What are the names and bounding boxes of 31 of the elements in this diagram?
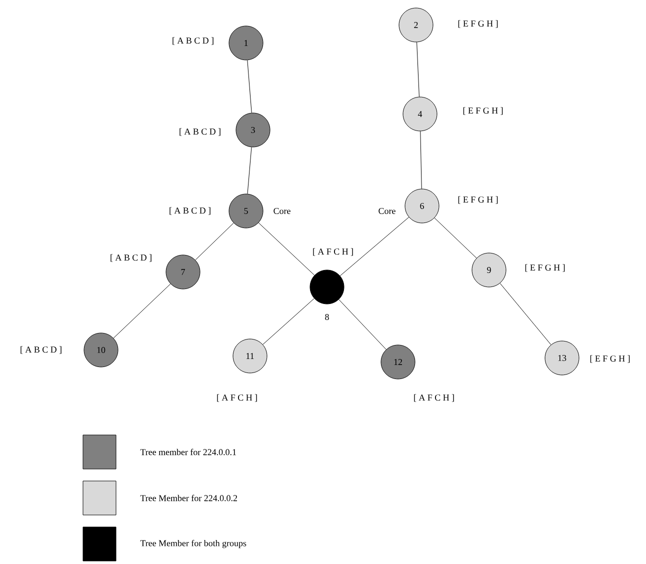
node-caption: [ A B C D ] xyxy=(110,254,152,262)
link-line xyxy=(195,222,234,260)
node-caption: [ E F G H ] xyxy=(590,355,630,363)
legend-label: Tree member for 224.0.0.1 xyxy=(140,448,236,456)
link-line xyxy=(500,283,552,345)
link-line xyxy=(416,42,420,98)
node-caption: [ E F G H ] xyxy=(525,264,565,272)
link-line xyxy=(247,146,252,194)
node-caption: Core xyxy=(378,208,396,214)
node-caption: [ A F C H ] xyxy=(414,394,454,402)
node-caption: [ A B C D ] xyxy=(20,346,62,354)
node-caption: [ A B C D ] xyxy=(170,207,210,215)
link-line xyxy=(113,284,171,338)
link-line xyxy=(420,131,422,189)
link-line xyxy=(247,60,252,114)
link-line xyxy=(340,216,410,276)
legend-label: Tree Member for 224.0.0.2 xyxy=(140,494,237,502)
link-line xyxy=(262,298,314,345)
node-caption: [ A B C D ] xyxy=(172,37,214,45)
node-caption: [ A F C H ] xyxy=(217,394,257,402)
legend-label: Tree Member for both groups xyxy=(140,540,246,548)
node-caption: [ A F C H ] xyxy=(313,248,353,256)
node-caption: [ A B C D ] xyxy=(180,128,220,136)
link-line xyxy=(258,222,315,276)
link-line xyxy=(338,299,386,350)
node-caption: Core xyxy=(274,208,290,214)
node-label: 8 xyxy=(325,314,329,320)
node-caption: [ E F G H ] xyxy=(463,107,503,115)
node-caption: [ E F G H ] xyxy=(458,196,498,204)
link-line xyxy=(434,218,477,258)
node-caption: [ E F G H ] xyxy=(458,20,498,28)
